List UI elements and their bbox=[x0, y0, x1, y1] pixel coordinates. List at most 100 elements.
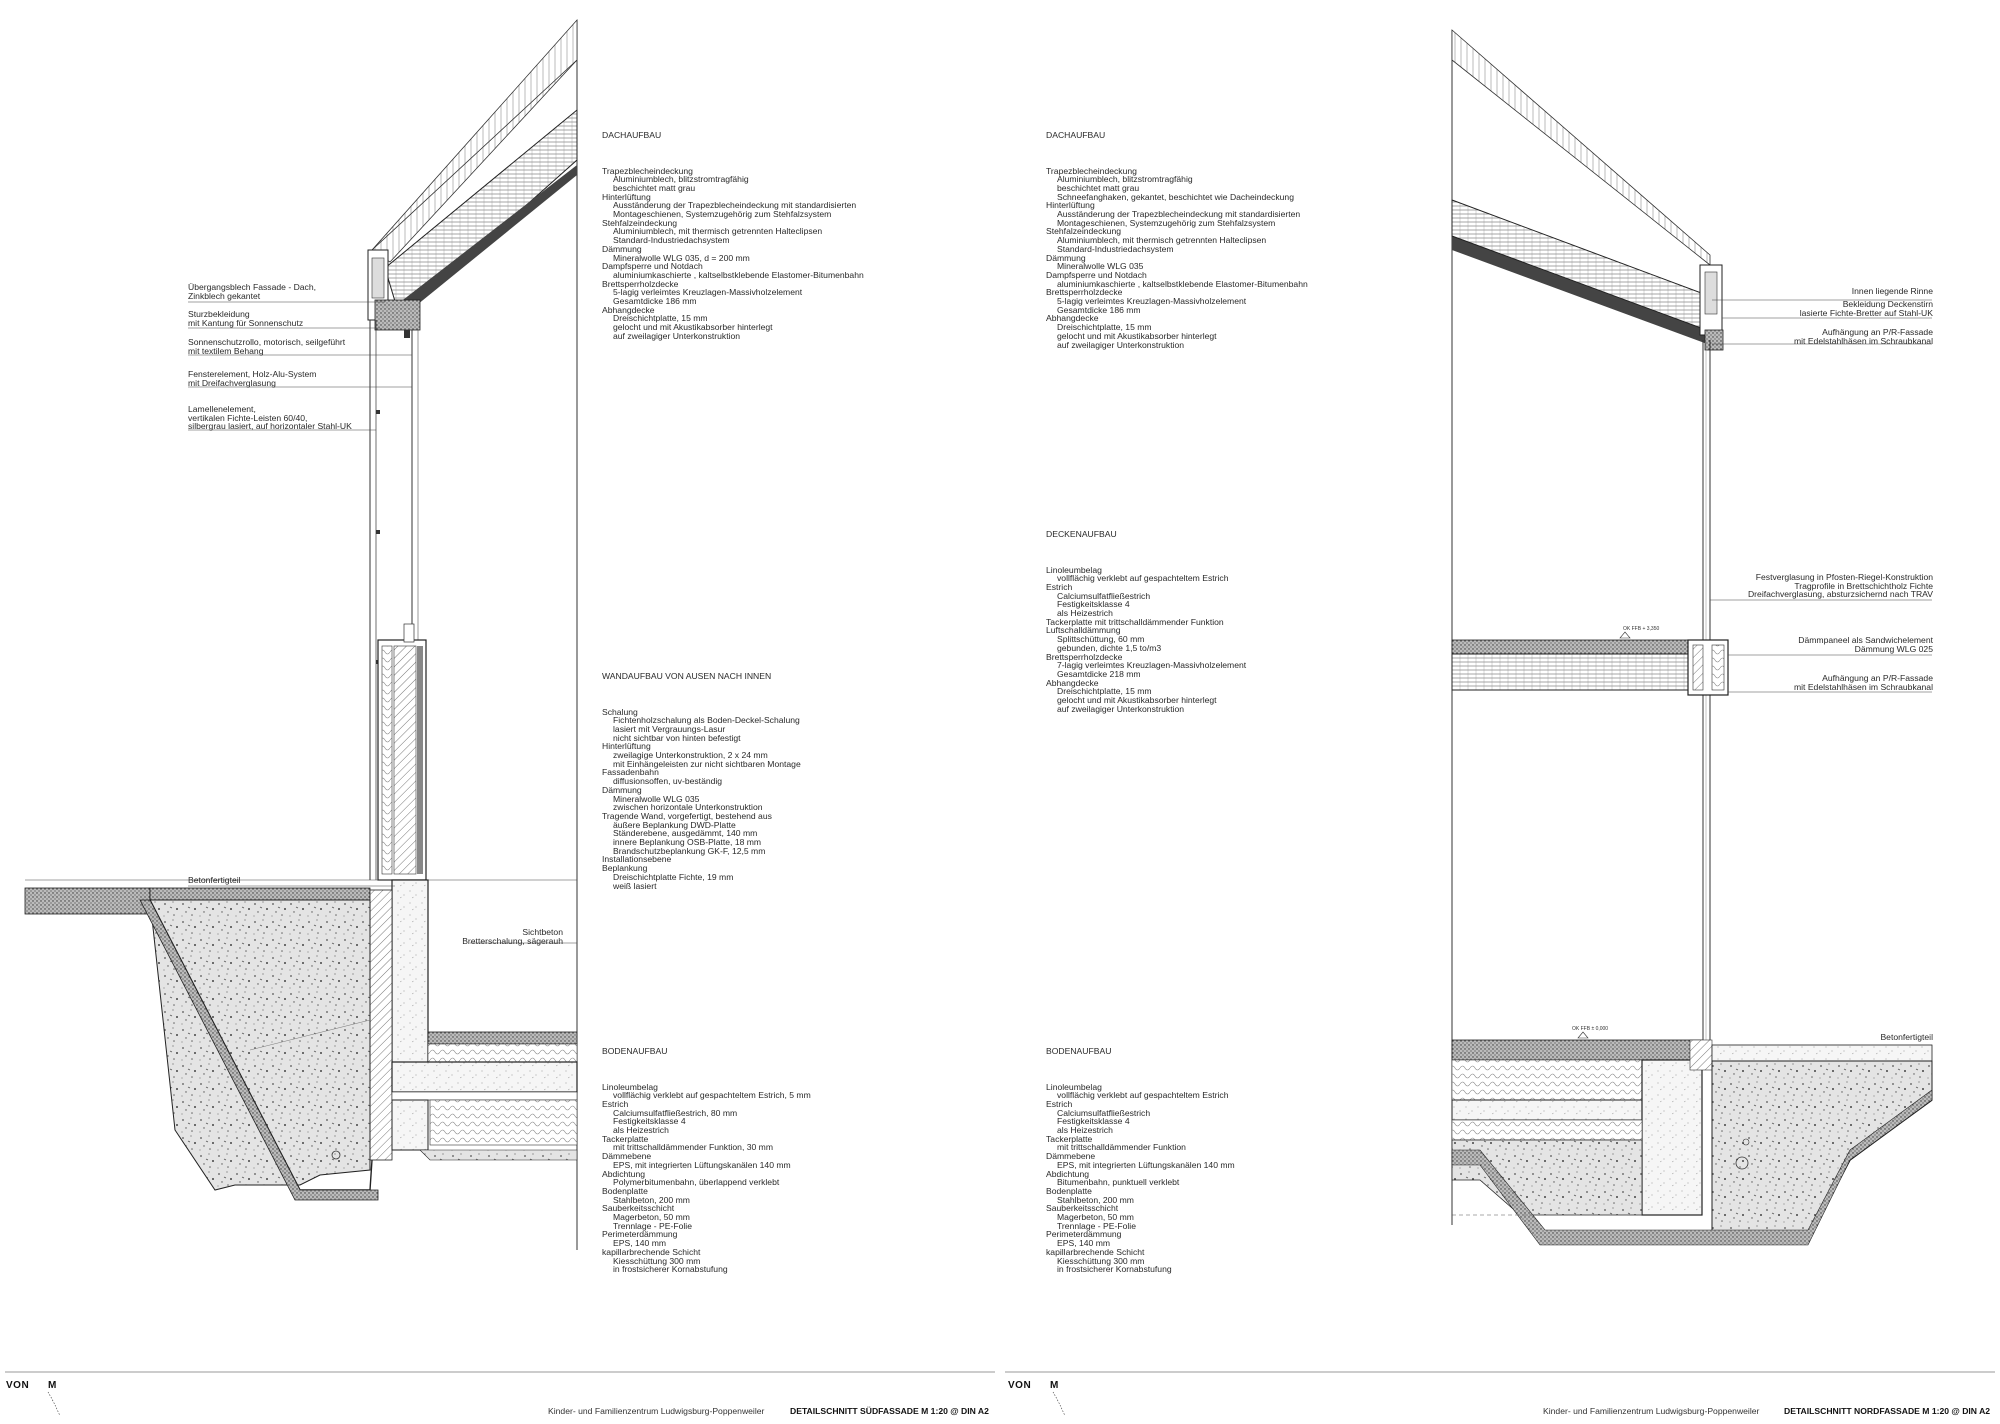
footer-project-right: Kinder- und Familienzentrum Ludwigsburg-… bbox=[1543, 1406, 1760, 1416]
spec-line: aluminiumkaschierte , kaltselbstklebende… bbox=[613, 269, 864, 280]
spec-line: Schneefanghaken, gekantet, beschichtet w… bbox=[1057, 191, 1294, 202]
spec-line: gebunden, dichte 1,5 to/m3 bbox=[1057, 642, 1162, 653]
spec-line: Stahlbeton, 200 mm bbox=[1057, 1194, 1134, 1205]
spec-line: Montageschienen, Systemzugehörig zum Ste… bbox=[1057, 217, 1276, 228]
spec-line: Calciumsulfatfließestrich, 80 mm bbox=[613, 1107, 738, 1118]
annotation-sturzbekleidung: Sturzbekleidung mit Kantung für Sonnensc… bbox=[188, 309, 304, 328]
spec-line: Polymerbitumenbahn, überlappend verklebt bbox=[613, 1177, 780, 1188]
annotation-lamellenelement: Lamellenelement, vertikalen Fichte-Leist… bbox=[188, 404, 352, 432]
spec-line: gelocht und mit Akustikabsorber hinterle… bbox=[1057, 695, 1217, 706]
footer-sheet-right: DETAILSCHNITT NORDFASSADE M 1:20 @ DIN A… bbox=[1784, 1406, 1990, 1416]
spec-line: lasiert mit Vergrauungs-Lasur bbox=[613, 723, 726, 734]
spec-line: Gesamtdicke 186 mm bbox=[613, 296, 697, 307]
spec-line: Hinterlüftung bbox=[602, 191, 651, 202]
right-section: OK FFB + 3,350 OK FFB ± 0,000 bbox=[1451, 29, 1933, 1246]
spec-line: beschichtet matt grau bbox=[613, 182, 696, 193]
spec-line: vollflächig verklebt auf gespachteltem E… bbox=[1057, 1090, 1229, 1101]
spec-line: Tackerplatte bbox=[602, 1133, 649, 1144]
spec-line: Tackerplatte bbox=[1046, 1133, 1093, 1144]
spec-line: Perimeterdämmung bbox=[1046, 1229, 1122, 1240]
logo-right-b: M bbox=[1050, 1380, 1059, 1391]
spec-line: Stahlbeton, 200 mm bbox=[613, 1194, 690, 1205]
footer-project-left: Kinder- und Familienzentrum Ludwigsburg-… bbox=[548, 1406, 765, 1416]
spec-line: Perimeterdämmung bbox=[602, 1229, 678, 1240]
spec-line: Mineralwolle WLG 035 bbox=[1057, 261, 1144, 272]
spec-line: äußere Beplankung DWD-Platte bbox=[613, 819, 736, 830]
annotation-aufhaengung-mid: Aufhängung an P/R-Fassade mit Edelstahlh… bbox=[1793, 673, 1933, 692]
spec-line: Dreischichtplatte, 15 mm bbox=[1057, 322, 1152, 333]
annotation-betonfertigteil-right: Betonfertigteil bbox=[1880, 1032, 1933, 1042]
spec-line: Brettsperrholzdecke bbox=[602, 278, 679, 289]
spec-line: in frostsicherer Kornabstufung bbox=[1057, 1264, 1172, 1275]
spec-line: Linoleumbelag bbox=[1046, 1081, 1102, 1092]
spec-line: Sauberkeitsschicht bbox=[602, 1203, 675, 1214]
spec-line: Brandschutzbeplankung GK-F, 12,5 mm bbox=[613, 845, 766, 856]
spec-line: Tragende Wand, vorgefertigt, bestehend a… bbox=[602, 810, 772, 821]
spec-line: gelocht und mit Akustikabsorber hinterle… bbox=[613, 322, 773, 333]
spec-line: zweilagige Unterkonstruktion, 2 x 24 mm bbox=[613, 750, 768, 761]
spec-line: Schalung bbox=[602, 706, 638, 717]
logo-right-a: VON bbox=[1008, 1380, 1032, 1391]
spec-line: Ausständerung der Trapezblecheindeckung … bbox=[1057, 209, 1301, 220]
annotation-sichtbeton: Sichtbeton Bretterschalung, sägerauh bbox=[462, 927, 563, 946]
spec-line: Kiesschüttung 300 mm bbox=[1057, 1255, 1145, 1266]
spec-line: Magerbeton, 50 mm bbox=[1057, 1212, 1134, 1223]
spec-line: 5-lagig verleimtes Kreuzlagen-Massivholz… bbox=[1057, 296, 1247, 307]
spec-line: als Heizestrich bbox=[1057, 608, 1113, 619]
spec-line: Kiesschüttung 300 mm bbox=[613, 1255, 701, 1266]
spec-line: Dreischichtplatte, 15 mm bbox=[613, 313, 708, 324]
spec-line: Fassadenbahn bbox=[602, 767, 659, 778]
annotation-deckenstirn: Bekleidung Deckenstirn lasierte Fichte-B… bbox=[1799, 299, 1933, 318]
spec-line: nicht sichtbar von hinten befestigt bbox=[613, 732, 741, 743]
right-floor-heading: BODENAUFBAU bbox=[1046, 1046, 1112, 1057]
spec-line: Brettsperrholzdecke bbox=[1046, 287, 1123, 298]
spec-line: Aluminiumblech, blitzstromtragfähig bbox=[1057, 174, 1193, 185]
spec-line: weiß lasiert bbox=[613, 880, 657, 891]
spec-line: EPS, 140 mm bbox=[1057, 1238, 1111, 1249]
annotation-uebergangsblech: Übergangsblech Fassade - Dach, Zinkblech… bbox=[188, 282, 317, 301]
spec-line: Calciumsulfatfließestrich bbox=[1057, 590, 1151, 601]
spec-line: Tackerplatte mit trittschalldämmender Fu… bbox=[1046, 616, 1224, 627]
logo-left-b: M bbox=[48, 1380, 57, 1391]
spec-line: gelocht und mit Akustikabsorber hinterle… bbox=[1057, 330, 1217, 341]
spec-line: EPS, 140 mm bbox=[613, 1238, 667, 1249]
spec-line: Abhangdecke bbox=[1046, 313, 1099, 324]
spec-line: innere Beplankung OSB-Platte, 18 mm bbox=[613, 837, 762, 848]
spec-line: Standard-Industriedachsystem bbox=[613, 235, 730, 246]
spec-line: Aluminiumblech, blitzstromtragfähig bbox=[613, 174, 749, 185]
spec-line: Dämmebene bbox=[602, 1151, 652, 1162]
spec-line: diffusionsoffen, uv-beständig bbox=[613, 776, 723, 787]
annotation-daemmpaneel: Dämmpaneel als Sandwichelement Dämmung W… bbox=[1798, 635, 1933, 654]
spec-line: Dämmung bbox=[602, 784, 642, 795]
spec-line: Dämmung bbox=[602, 243, 642, 254]
spec-line: beschichtet matt grau bbox=[1057, 182, 1140, 193]
left-wall-heading: WANDAUFBAU VON AUSEN NACH INNEN bbox=[602, 671, 772, 682]
spec-line: Calciumsulfatfließestrich bbox=[1057, 1107, 1151, 1118]
spec-line: Gesamtdicke 218 mm bbox=[1057, 668, 1141, 679]
logo-left-a: VON bbox=[6, 1380, 30, 1391]
spec-line: Linoleumbelag bbox=[602, 1081, 658, 1092]
spec-line: Stehfalzeindeckung bbox=[602, 217, 678, 228]
spec-line: Brettsperrholzdecke bbox=[1046, 651, 1123, 662]
spec-line: mit trittschalldämmender Funktion bbox=[1057, 1142, 1186, 1153]
spec-line: mit trittschalldämmender Funktion, 30 mm bbox=[613, 1142, 773, 1153]
spec-line: Stehfalzeindeckung bbox=[1046, 226, 1122, 237]
spec-line: vollflächig verklebt auf gespachteltem E… bbox=[1057, 573, 1229, 584]
spec-line: 7-lagig verleimtes Kreuzlagen-Massivholz… bbox=[1057, 660, 1247, 671]
spec-line: Standard-Industriedachsystem bbox=[1057, 243, 1174, 254]
spec-line: Dämmebene bbox=[1046, 1151, 1096, 1162]
spec-line: in frostsicherer Kornabstufung bbox=[613, 1264, 728, 1275]
annotation-betonfertigteil-left: Betonfertigteil bbox=[188, 875, 241, 885]
left-roof-heading: DACHAUFBAU bbox=[602, 130, 662, 141]
spec-line: EPS, mit integrierten Lüftungskanälen 14… bbox=[613, 1159, 791, 1170]
spec-line: Abdichtung bbox=[602, 1168, 646, 1179]
spec-line: Bodenplatte bbox=[1046, 1185, 1092, 1196]
spec-line: Aluminiumblech, mit thermisch getrennten… bbox=[613, 226, 823, 237]
footer-sheet-left-text: DETAILSCHNITT SÜDFASSADE M 1:20 @ DIN A2 bbox=[790, 1406, 989, 1416]
annotation-innen-rinne: Innen liegende Rinne bbox=[1851, 286, 1933, 296]
